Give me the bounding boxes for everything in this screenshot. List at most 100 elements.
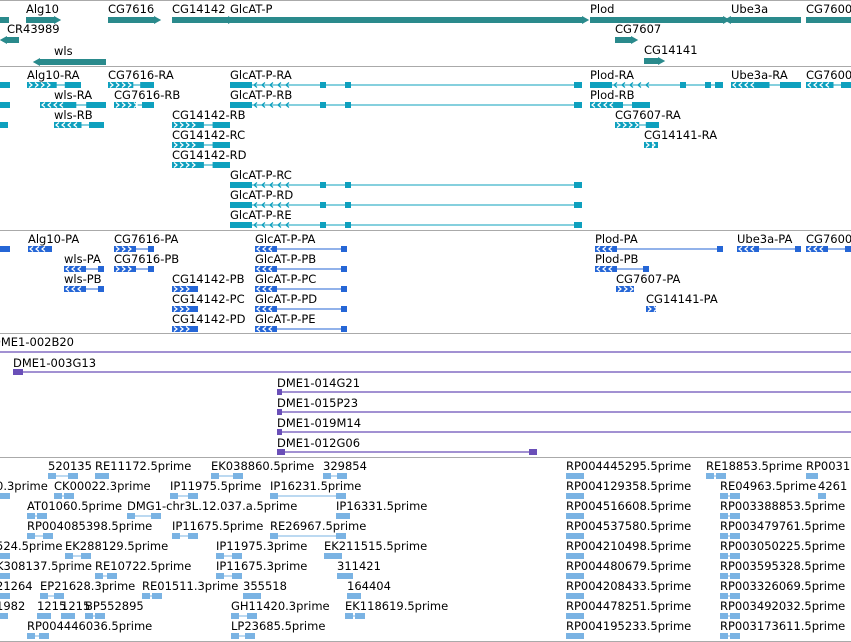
exon[interactable] (230, 82, 252, 88)
gene-label[interactable]: GlcAT-P (230, 2, 273, 16)
protein-label[interactable]: GlcAT-P-PC (255, 272, 316, 286)
exon[interactable] (172, 142, 204, 148)
est-label[interactable]: RP004516608.5prime (566, 499, 691, 513)
est-block[interactable] (716, 473, 726, 479)
gene-feature[interactable] (7, 37, 19, 43)
est-label[interactable]: RP003388853.5prime (720, 499, 845, 513)
gene-label[interactable]: CR43989 (7, 22, 60, 36)
est-label[interactable]: 1215 (61, 599, 90, 613)
est-block[interactable] (566, 553, 574, 559)
est-block[interactable] (730, 513, 740, 519)
est-block[interactable] (216, 573, 224, 579)
est-block[interactable] (574, 473, 584, 479)
est-block[interactable] (0, 613, 8, 619)
est-block[interactable] (54, 493, 62, 499)
est-label[interactable]: RP004195233.5prime (566, 619, 691, 633)
protein-label[interactable]: CG7607-PA (616, 272, 681, 286)
est-block[interactable] (720, 533, 728, 539)
est-block[interactable] (0, 573, 10, 579)
transcript-label[interactable]: GlcAT-P-RC (230, 168, 292, 182)
est-block[interactable] (232, 553, 242, 559)
est-block[interactable] (251, 593, 261, 599)
protein-label[interactable]: CG7616-PB (114, 252, 179, 266)
est-block[interactable] (95, 573, 103, 579)
cds[interactable] (255, 306, 277, 312)
protein-label[interactable]: Ube3a-PA (737, 232, 793, 246)
exon[interactable] (644, 142, 652, 148)
est-block[interactable] (332, 553, 342, 559)
est-label[interactable]: IP11675.5prime (172, 519, 263, 533)
exon[interactable] (40, 102, 77, 108)
protein-label[interactable]: Plod-PA (595, 232, 638, 246)
cds[interactable] (255, 266, 277, 272)
est-label[interactable]: EK288129.5prime (65, 539, 168, 553)
gene-feature[interactable] (26, 17, 54, 23)
est-label[interactable]: RP004446036.5prime (27, 619, 152, 633)
est-label[interactable]: RE11172.5prime (95, 459, 191, 473)
exon[interactable] (345, 202, 351, 208)
est-block[interactable] (336, 533, 346, 539)
est-label[interactable]: GH11420.3prime (231, 599, 330, 613)
cds[interactable] (717, 246, 723, 252)
clone-label[interactable]: DME1-019M14 (277, 416, 361, 430)
gene-feature[interactable] (590, 17, 723, 23)
cds[interactable] (64, 266, 86, 272)
est-block[interactable] (706, 473, 714, 479)
transcript-label[interactable]: CG14142-RB (172, 108, 246, 122)
est-label[interactable]: LP23685.5prime (231, 619, 325, 633)
est-block[interactable] (720, 513, 728, 519)
est-block[interactable] (720, 553, 728, 559)
gene-feature[interactable] (172, 17, 228, 23)
est-block[interactable] (574, 493, 584, 499)
exon[interactable] (574, 182, 582, 188)
gene-feature[interactable] (230, 17, 582, 23)
exon[interactable] (632, 102, 650, 108)
est-label[interactable]: IP11975.3prime (216, 539, 307, 553)
est-block[interactable] (232, 573, 242, 579)
est-block[interactable] (43, 533, 53, 539)
est-label[interactable]: RP003326069.5prime (720, 579, 845, 593)
est-label[interactable]: 164404 (347, 579, 391, 593)
est-block[interactable] (574, 553, 584, 559)
est-label[interactable]: EK211515.5prime (324, 539, 427, 553)
est-block[interactable] (142, 593, 150, 599)
cds[interactable] (795, 246, 801, 252)
cds[interactable] (806, 246, 828, 252)
exon[interactable] (320, 202, 326, 208)
cds[interactable] (98, 266, 104, 272)
est-label[interactable]: 311421 (337, 559, 381, 573)
exon[interactable] (230, 222, 252, 228)
est-block[interactable] (95, 613, 105, 619)
protein-label[interactable]: CG14141-PA (646, 292, 718, 306)
est-block[interactable] (127, 513, 135, 519)
est-block[interactable] (54, 593, 64, 599)
est-block[interactable] (337, 573, 345, 579)
gene-label[interactable]: CG7616 (108, 2, 154, 16)
est-block[interactable] (574, 633, 584, 639)
est-block[interactable] (107, 573, 117, 579)
clone-end[interactable] (13, 369, 23, 375)
est-label[interactable]: RP004085398.5prime (27, 519, 152, 533)
gene-feature[interactable] (806, 17, 851, 23)
cds[interactable] (192, 306, 198, 312)
est-block[interactable] (574, 593, 584, 599)
est-block[interactable] (170, 493, 178, 499)
est-block[interactable] (211, 473, 219, 479)
est-block[interactable] (574, 533, 584, 539)
est-label[interactable]: RP004210498.5prime (566, 539, 691, 553)
exon[interactable] (89, 122, 104, 128)
est-block[interactable] (345, 613, 353, 619)
gene-feature[interactable] (0, 17, 9, 23)
cds[interactable] (341, 306, 347, 312)
cds[interactable] (64, 286, 86, 292)
clone-label[interactable]: DME1-015P23 (277, 396, 358, 410)
cds[interactable] (650, 306, 656, 312)
clone-label[interactable]: DME1-003G13 (13, 356, 96, 370)
est-block[interactable] (48, 473, 56, 479)
est-block[interactable] (566, 633, 574, 639)
exon[interactable] (320, 102, 326, 108)
est-label[interactable]: RP004480679.5prime (566, 559, 691, 573)
exon[interactable] (590, 102, 623, 108)
est-label[interactable]: RP0031 (806, 459, 850, 473)
est-block[interactable] (27, 633, 35, 639)
